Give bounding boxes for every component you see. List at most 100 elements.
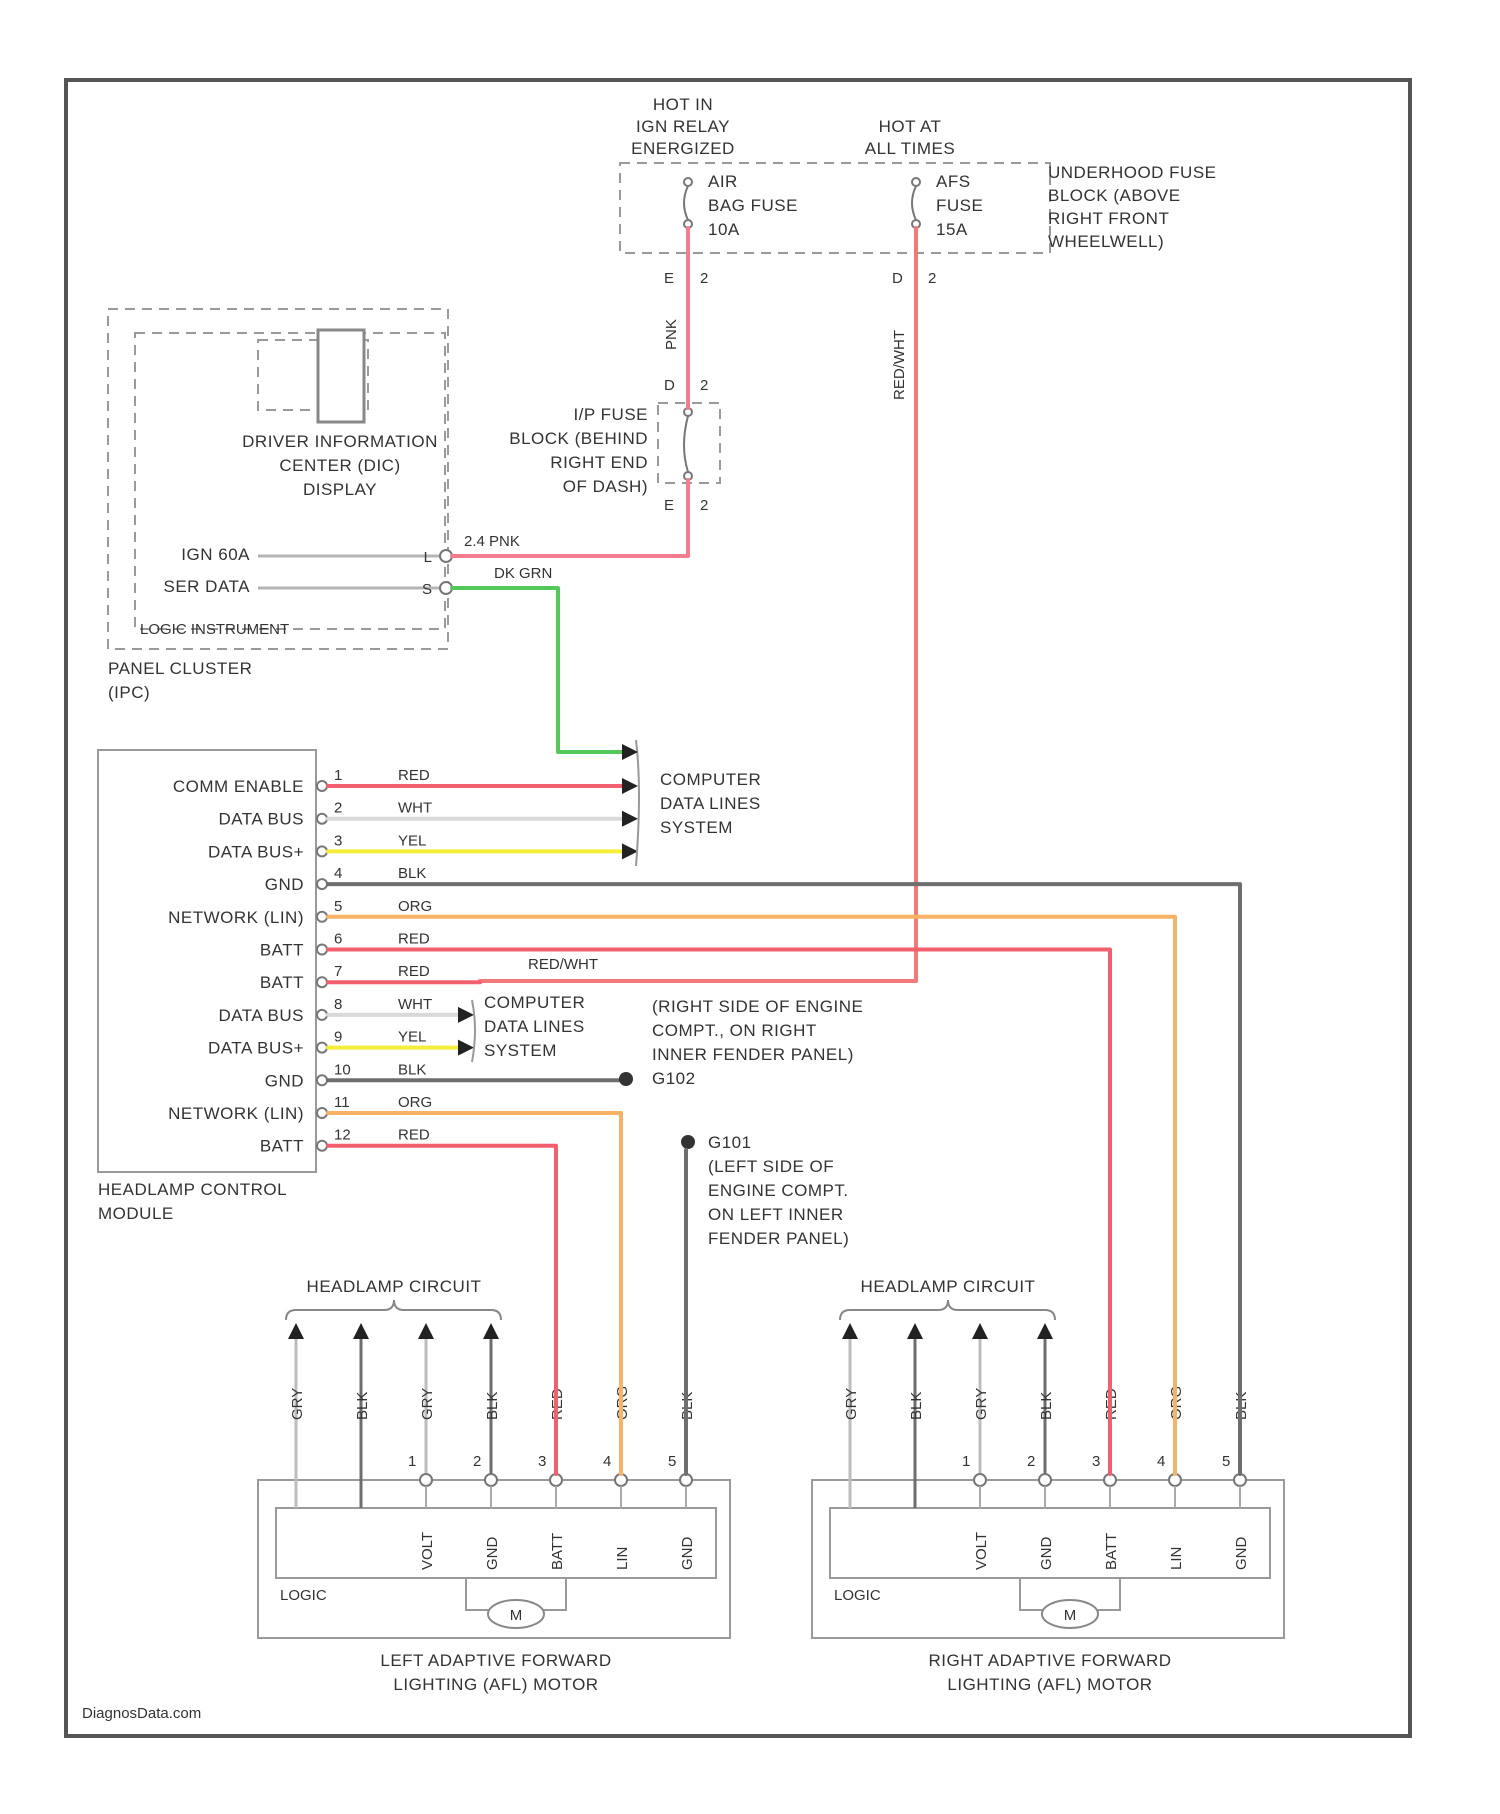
hcm-wires: [328, 778, 638, 1080]
hcm-pin-number: 4: [334, 865, 342, 882]
left-afl-motor: HEADLAMP CIRCUITGRYBLKGRYBLKREDORGBLK1VO…: [258, 1277, 730, 1694]
arrow-icon: [353, 1323, 369, 1339]
hcm-pin-number: 3: [334, 832, 342, 849]
wire-label-dk-grn: DK GRN: [494, 565, 552, 582]
g101-line-2: (LEFT SIDE OF: [708, 1157, 834, 1176]
ground-g102: (RIGHT SIDE OF ENGINE COMPT., ON RIGHT I…: [619, 997, 863, 1088]
afs-fuse-line-2: FUSE: [936, 196, 983, 215]
ip-fuse-pin-bottom-number: 2: [700, 497, 708, 514]
ipc-caption-2: (IPC): [108, 683, 150, 702]
motor-pin-label: VOLT: [973, 1532, 990, 1570]
hcm-wire-label: RED: [398, 931, 430, 948]
motor-wire-label: GRY: [289, 1388, 306, 1420]
computer-data-1-line-2: DATA LINES: [660, 794, 761, 813]
air-bag-fuse-icon: [684, 186, 688, 220]
afs-fuse-line-1: AFS: [936, 172, 971, 191]
hot-at-all-times-line-1: HOT AT: [879, 117, 942, 136]
hot-at-all-times-line-2: ALL TIMES: [865, 139, 955, 158]
motor-pin-label: LIN: [614, 1547, 631, 1570]
hcm-wire-label: YEL: [398, 832, 426, 849]
underhood-left-pin-number: 2: [700, 270, 708, 287]
motor-pin: [485, 1474, 497, 1486]
underhood-right-pin-letter: D: [892, 270, 903, 287]
hcm-pin: [317, 781, 327, 791]
hcm-pin: [317, 945, 327, 955]
air-bag-fuse-line-2: BAG FUSE: [708, 196, 798, 215]
hcm-pin-number: 7: [334, 963, 342, 980]
hcm-pin-label: DATA BUS: [218, 810, 304, 829]
motor-pin: [974, 1474, 986, 1486]
hcm-pin: [317, 1075, 327, 1085]
computer-data-2-line-1: COMPUTER: [484, 993, 585, 1012]
arrow-icon: [842, 1323, 858, 1339]
motor-pin-number: 2: [1027, 1453, 1035, 1470]
air-bag-fuse-line-1: AIR: [708, 172, 738, 191]
motor-wire-label: BLK: [484, 1392, 501, 1420]
computer-data-2-line-3: SYSTEM: [484, 1041, 557, 1060]
hcm-pin-label: BATT: [260, 941, 304, 960]
wire-label-2-4-pnk: 2.4 PNK: [464, 533, 520, 550]
motor-caption-line-2: LIGHTING (AFL) MOTOR: [947, 1675, 1152, 1694]
right-afl-motor: HEADLAMP CIRCUITGRYBLKGRYBLKREDORGBLK1VO…: [812, 1277, 1284, 1694]
motor-caption-line-1: RIGHT ADAPTIVE FORWARD: [928, 1651, 1171, 1670]
ipc-logic-label: LOGIC INSTRUMENT: [140, 621, 289, 638]
hcm-pin-number: 1: [334, 767, 342, 784]
hcm-pin-label: BATT: [260, 973, 304, 992]
instrument-panel-cluster: DRIVER INFORMATION CENTER (DIC) DISPLAY …: [108, 309, 552, 702]
hcm-pin-number: 10: [334, 1061, 351, 1078]
wire-label-pnk-vertical: PNK: [663, 319, 680, 350]
motor-pin-label: GND: [679, 1537, 696, 1571]
motor-pin-number: 3: [538, 1453, 546, 1470]
motor-caption-line-1: LEFT ADAPTIVE FORWARD: [380, 1651, 611, 1670]
motor-wire-label: GRY: [973, 1388, 990, 1420]
arrow-icon: [1037, 1323, 1053, 1339]
hcm-pin-label: GND: [265, 1071, 304, 1090]
computer-data-bracket-2: [472, 1000, 475, 1062]
hcm-caption-2: MODULE: [98, 1204, 174, 1223]
g102-line-2: COMPT., ON RIGHT: [652, 1021, 817, 1040]
underhood-fuse-caption-1: UNDERHOOD FUSE: [1048, 163, 1217, 182]
headlamp-circuit-label: HEADLAMP CIRCUIT: [861, 1277, 1036, 1296]
g101-line-3: ENGINE COMPT.: [708, 1181, 849, 1200]
motor-pin-number: 1: [962, 1453, 970, 1470]
hcm-wire-label: BLK: [398, 865, 426, 882]
ipc-pin-number-s: S: [422, 581, 432, 598]
underhood-left-pin-letter: E: [664, 270, 674, 287]
air-bag-fuse-terminal-top: [684, 178, 692, 186]
hcm-pin-number: 9: [334, 1029, 342, 1046]
hcm-pin-label: DATA BUS+: [208, 1039, 304, 1058]
arrow-icon: [418, 1323, 434, 1339]
g101-line-4: ON LEFT INNER: [708, 1205, 844, 1224]
ip-fuse-icon: [684, 416, 688, 472]
afs-fuse-line-3: 15A: [936, 220, 968, 239]
motor-pin-label: BATT: [1103, 1533, 1120, 1570]
hot-in-ign-line-1: HOT IN: [653, 95, 713, 114]
ip-fuse-pin-top-number: 2: [700, 377, 708, 394]
hcm-pin-number: 2: [334, 800, 342, 817]
ipc-pin-number-l: L: [424, 549, 432, 566]
ground-icon: [681, 1135, 695, 1149]
hot-in-ign-line-3: ENERGIZED: [631, 139, 735, 158]
motor-pin-label: VOLT: [419, 1532, 436, 1570]
ipc-outer-outline: [108, 309, 448, 649]
hcm-pin-number: 12: [334, 1127, 351, 1144]
motor-wire-label: BLK: [354, 1392, 371, 1420]
ip-fuse-caption-3: RIGHT END: [550, 453, 648, 472]
hcm-wire-label: RED: [398, 1127, 430, 1144]
arrow-icon: [458, 1040, 474, 1056]
computer-data-lines-2: COMPUTER DATA LINES SYSTEM: [472, 993, 585, 1062]
hcm-caption-1: HEADLAMP CONTROL: [98, 1180, 287, 1199]
computer-data-lines-1: COMPUTER DATA LINES SYSTEM: [622, 740, 761, 866]
motor-caption-line-2: LIGHTING (AFL) MOTOR: [393, 1675, 598, 1694]
hcm-pin-label: GND: [265, 875, 304, 894]
motor-logic-label: LOGIC: [834, 1587, 881, 1604]
hcm-wire-label: WHT: [398, 800, 432, 817]
motor-pin-number: 4: [1157, 1453, 1165, 1470]
hcm-wire-label: WHT: [398, 996, 432, 1013]
arrow-icon: [622, 811, 638, 827]
underhood-fuse-caption-2: BLOCK (ABOVE: [1048, 186, 1181, 205]
computer-data-2-line-2: DATA LINES: [484, 1017, 585, 1036]
wire-gnd-right-motor: [328, 884, 1240, 1474]
g102-line-3: INNER FENDER PANEL): [652, 1045, 854, 1064]
hcm-pin-number: 8: [334, 996, 342, 1013]
